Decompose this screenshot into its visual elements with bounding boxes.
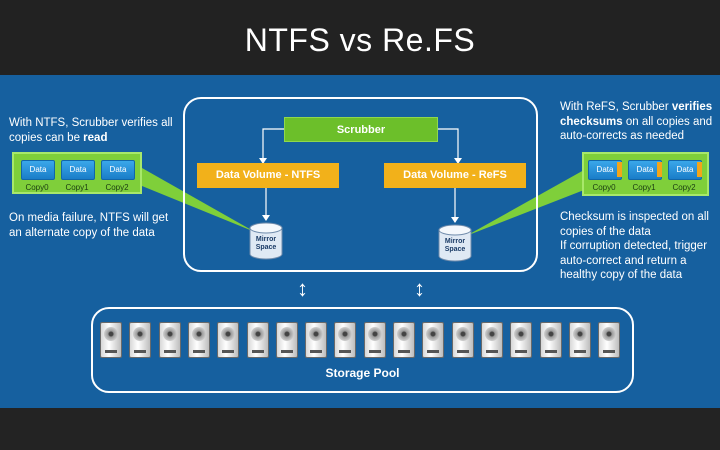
refs-copy-0: Data Copy0 (588, 160, 624, 192)
data-chip: Data (21, 160, 55, 180)
hard-disk-icon (364, 322, 386, 358)
ntfs-top-line-2: copies can be (9, 131, 80, 144)
refs-bottom-line-3: If corruption detected, trigger (560, 240, 708, 252)
ntfs-failure-description: On media failure, NTFS will get an alter… (9, 211, 184, 240)
ntfs-scrubber-description: With NTFS, Scrubber verifies all copies … (9, 116, 179, 145)
hard-disk-icon (569, 322, 591, 358)
hard-disk-icon (276, 322, 298, 358)
mirror-space-ntfs-label: Mirror Space (255, 236, 277, 251)
double-arrow-vertical-icon: ↕ (414, 276, 425, 301)
refs-bottom-line-1: Checksum is inspected on all (560, 211, 709, 223)
volumes-frame (183, 97, 538, 272)
checksum-marker (697, 162, 702, 177)
copy-label: Copy0 (25, 183, 49, 192)
data-chip: Data (101, 160, 135, 180)
data-volume-ntfs: Data Volume - NTFS (197, 163, 339, 188)
hard-disk-icon (393, 322, 415, 358)
scrubber-left-line (262, 128, 284, 163)
refs-copy-1: Data Copy1 (628, 160, 664, 192)
page-title: NTFS vs Re.FS (244, 22, 476, 58)
refs-bottom-line-2: copies of the data (560, 225, 651, 238)
hard-disk-icon (598, 322, 620, 358)
footer-bar (0, 408, 720, 450)
mirror-space-refs-cylinder-icon: Mirror Space (438, 224, 472, 262)
hard-disk-icon (217, 322, 239, 358)
right-callout-wedge (466, 170, 584, 236)
checksum-marker (657, 162, 662, 177)
ntfs-copy-0: Data Copy0 (21, 160, 57, 192)
hard-disk-icon (159, 322, 181, 358)
ntfs-bottom-line-2: an alternate copy of the data (9, 226, 155, 239)
refs-bottom-line-4: auto-correct and return a (560, 254, 687, 267)
refs-bottom-line-5: healthy copy of the data (560, 269, 683, 281)
copy-label: Copy2 (105, 183, 129, 192)
refs-top-line-3: auto-corrects as needed (560, 130, 685, 142)
hard-disk-icon (540, 322, 562, 358)
hard-disk-icon (452, 322, 474, 358)
hard-disk-icon (100, 322, 122, 358)
hard-disk-icon (422, 322, 444, 358)
ntfs-bottom-line-1: On media failure, NTFS will get (9, 212, 169, 224)
refs-copy-2: Data Copy2 (668, 160, 704, 192)
copy-label: Copy2 (672, 183, 696, 192)
hard-disk-icon (129, 322, 151, 358)
hard-disk-icon (334, 322, 356, 358)
mirror-space-ntfs-cylinder-icon: Mirror Space (249, 222, 283, 260)
refs-checksum-description: Checksum is inspected on all copies of t… (560, 210, 720, 283)
data-chip: Data (61, 160, 95, 180)
hard-disk-icon (510, 322, 532, 358)
ntfs-top-bold: read (83, 131, 108, 144)
copy-label: Copy1 (65, 183, 89, 192)
double-arrow-vertical-icon: ↕ (297, 276, 308, 301)
copy-label: Copy1 (632, 183, 656, 192)
data-chip: Data (668, 160, 702, 180)
mirror-space-refs-label: Mirror Space (444, 238, 466, 253)
ntfs-copy-2: Data Copy2 (101, 160, 137, 192)
ntfs-copies-panel: Data Copy0 Data Copy1 Data Copy2 (12, 152, 142, 194)
hard-disk-icon (188, 322, 210, 358)
hard-disk-icon (247, 322, 269, 358)
refs-copies-panel: Data Copy0 Data Copy1 Data Copy2 (582, 152, 709, 196)
storage-pool-frame (91, 307, 634, 393)
refs-scrubber-description: With ReFS, Scrubber verifies checksums o… (560, 100, 720, 144)
scrubber-right-line (438, 128, 459, 163)
hard-disk-icon (481, 322, 503, 358)
ntfs-top-line-1: With NTFS, Scrubber verifies all (9, 117, 173, 129)
hard-disk-icon (305, 322, 327, 358)
refs-top-bold-1: verifies (671, 101, 713, 113)
left-callout-wedge (142, 168, 255, 232)
refs-top-line-1: With ReFS, Scrubber (560, 101, 669, 113)
data-volume-refs: Data Volume - ReFS (384, 163, 526, 188)
checksum-marker (617, 162, 622, 177)
ntfs-copy-1: Data Copy1 (61, 160, 97, 192)
storage-pool-label: Storage Pool (325, 366, 400, 380)
refs-top-bold-2: checksums (560, 115, 623, 128)
scrubber-box: Scrubber (284, 117, 438, 142)
refs-top-line-2: on all copies and (625, 115, 713, 128)
copy-label: Copy0 (592, 183, 616, 192)
